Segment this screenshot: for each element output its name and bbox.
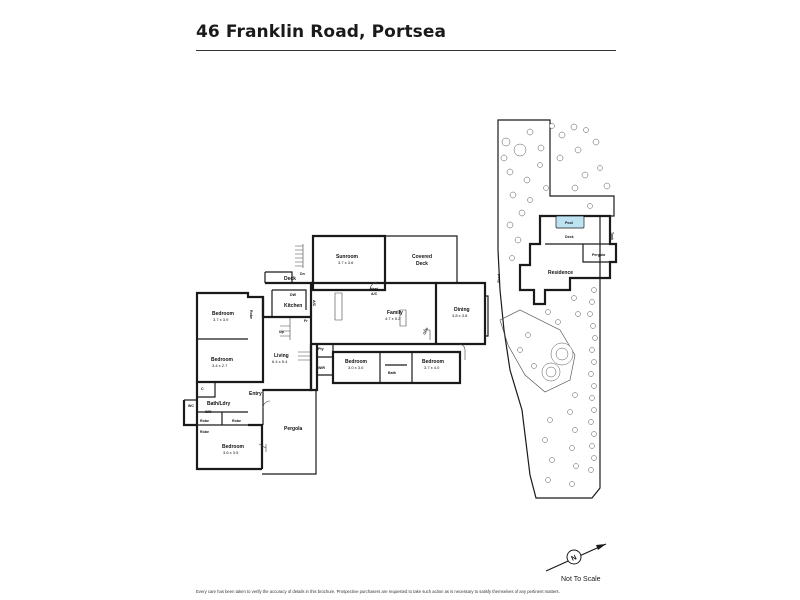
site-deck-label: Deck bbox=[565, 235, 574, 239]
entry-label: Entry bbox=[249, 391, 262, 397]
bedroom-4-size: 3.0 x 3.0 bbox=[348, 365, 364, 370]
shed-label: Shed bbox=[497, 274, 501, 283]
bath-ldry-label: Bath/Ldry bbox=[207, 401, 231, 407]
wm-label: WM bbox=[205, 410, 211, 414]
site-pergola-label: Pergola bbox=[592, 253, 606, 257]
bedroom-1-label: Bedroom bbox=[212, 311, 235, 317]
sunroom-label: Sunroom bbox=[336, 254, 358, 260]
boundary-shrubs bbox=[517, 287, 598, 487]
bedroom-2-label: Bedroom bbox=[211, 357, 234, 363]
family-size: 4.7 x 5.2 bbox=[385, 316, 401, 321]
residence-label: Residence bbox=[548, 270, 573, 276]
ac-label: A/C bbox=[371, 292, 378, 296]
tank-label: Tank bbox=[610, 232, 614, 240]
sunroom-size: 3.7 x 3.6 bbox=[338, 260, 354, 265]
covered-deck-label-2: Deck bbox=[416, 261, 428, 267]
fridge-label: Fr bbox=[304, 319, 308, 323]
deck-label: Deck bbox=[284, 276, 296, 282]
living-label: Living bbox=[274, 353, 289, 359]
pool-label: Pool bbox=[565, 221, 573, 225]
page-title: 46 Franklin Road, Portsea bbox=[196, 22, 447, 42]
dw-label: DW bbox=[290, 293, 297, 297]
pool-rect bbox=[555, 215, 585, 229]
heat-label: Heat bbox=[370, 287, 379, 291]
disclaimer-text: Every care has been taken to verify the … bbox=[196, 589, 560, 594]
room-labels: Bedroom 3.7 x 3.9 Bedroom 3.4 x 2.7 Bedr… bbox=[188, 254, 470, 455]
robe-label-c: Robe bbox=[249, 310, 253, 319]
bedroom-5-size: 3.7 x 4.0 bbox=[424, 365, 440, 370]
up-label: Up bbox=[279, 330, 285, 334]
dining-label: Dining bbox=[454, 307, 470, 313]
ofp-label: OFP bbox=[422, 327, 429, 336]
title-underline bbox=[196, 50, 616, 51]
ac-unit-label: A/C bbox=[312, 300, 316, 307]
pergola-outline bbox=[262, 389, 317, 475]
not-to-scale-label: Not To Scale bbox=[561, 576, 601, 583]
deck-dn-label: Dn bbox=[300, 272, 305, 276]
bedroom-3-size: 3.6 x 3.5 bbox=[223, 450, 239, 455]
bedroom-5-label: Bedroom bbox=[422, 359, 445, 365]
site-plan: Pool Deck Pergola Residence Shed Tank bbox=[497, 119, 618, 499]
family-label: Family bbox=[387, 310, 403, 316]
living-size: 6.4 x 5.4 bbox=[272, 359, 288, 364]
kitchen-label: Kitchen bbox=[284, 303, 302, 309]
robe-label-d: Robe bbox=[200, 430, 209, 434]
bedroom-1-size: 3.7 x 3.9 bbox=[213, 317, 229, 322]
pantry-label: Pty bbox=[318, 347, 324, 351]
pergola-label: Pergola bbox=[284, 426, 303, 432]
bedroom-4-label: Bedroom bbox=[345, 359, 368, 365]
svg-text:N: N bbox=[570, 554, 578, 562]
robe-label-a: Robe bbox=[200, 419, 209, 423]
robe-label-b: Robe bbox=[232, 419, 241, 423]
dining-size: 3.8 x 3.8 bbox=[452, 313, 468, 318]
c-label: C bbox=[201, 387, 204, 391]
bath-label: Bath bbox=[388, 371, 396, 375]
site-trees bbox=[500, 123, 611, 261]
bedroom-3-label: Bedroom bbox=[222, 444, 245, 450]
main-house-walls bbox=[182, 234, 489, 471]
wc-label: WC bbox=[188, 404, 194, 408]
wir-label: WIR bbox=[318, 366, 325, 370]
bedroom-2-size: 3.4 x 2.7 bbox=[212, 363, 228, 368]
door-swings bbox=[262, 281, 466, 409]
covered-deck-label: Covered bbox=[412, 254, 432, 260]
north-arrow-icon: N bbox=[545, 543, 607, 572]
